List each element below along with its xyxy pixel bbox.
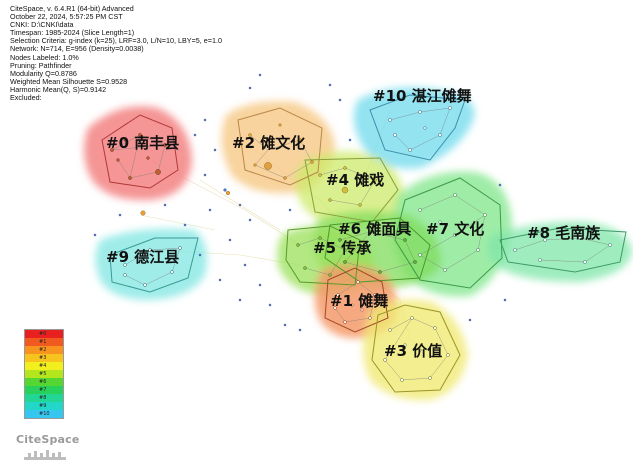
nodes-cluster-8[interactable]	[513, 236, 612, 264]
cluster-label-9[interactable]: #9 德江县	[106, 248, 179, 266]
cluster-area-4	[295, 151, 403, 228]
nodes-cluster-0[interactable]	[110, 133, 167, 180]
citespace-logo: CiteSpace	[16, 433, 80, 446]
cluster-hull-5	[285, 225, 361, 286]
cluster-hulls	[101, 94, 627, 393]
cluster-hull-7	[394, 177, 503, 289]
legend-item: #7	[25, 386, 63, 394]
cluster-label-10[interactable]: #10 湛江傩舞	[373, 87, 472, 105]
cluster-hull-1	[324, 267, 389, 333]
legend-item: #2	[25, 346, 63, 354]
legend-item: #0	[25, 330, 63, 338]
nodes-cluster-10[interactable]	[388, 106, 452, 152]
cluster-labels: #0 南丰县 #2 傩文化 #10 湛江傩舞 #4 傩戏 #6 傩面具 #7 文…	[106, 87, 601, 360]
nodes-cluster-9[interactable]	[123, 246, 182, 287]
nodes-cluster-5[interactable]	[296, 236, 347, 277]
legend-item: #1	[25, 338, 63, 346]
nodes-highlight[interactable]	[140, 190, 230, 216]
cluster-hull-4	[304, 157, 399, 223]
summary-line-harmonic: Harmonic Mean(Q, S)=0.9142	[10, 84, 107, 94]
cluster-label-5[interactable]: #5 传承	[313, 239, 371, 257]
nodes-unclustered[interactable]	[93, 73, 507, 332]
cluster-label-6[interactable]: #6 傩面具	[338, 220, 411, 238]
cluster-color-legend: #0 #1 #2 #3 #4 #5 #6 #7 #8 #9 #10	[24, 329, 64, 419]
cluster-label-4[interactable]: #4 傩戏	[326, 171, 384, 189]
cluster-hull-8	[499, 227, 627, 273]
summary-line-selection: Selection Criteria: g-index (k=25), LRF=…	[10, 36, 222, 46]
cluster-label-1[interactable]: #1 傩舞	[330, 292, 388, 310]
legend-item: #5	[25, 370, 63, 378]
nodes-cluster-1[interactable]	[333, 280, 377, 324]
nodes-cluster-4[interactable]	[318, 166, 377, 207]
summary-line-modularity: Modularity Q=0.8786	[10, 68, 77, 78]
network-summary: CiteSpace, v. 6.4.R1 (64-bit) Advanced O…	[10, 4, 222, 103]
cluster-hull-10	[369, 94, 466, 161]
cluster-hull-0	[101, 114, 179, 189]
summary-line-date: October 22, 2024, 5:57:25 PM CST	[10, 12, 123, 22]
legend-item: #10	[25, 410, 63, 418]
cluster-area-3	[362, 299, 468, 401]
summary-line-silhouette: Weighted Mean Silhouette S=0.9528	[10, 76, 128, 86]
legend-item: #3	[25, 354, 63, 362]
nodes-cluster-2[interactable]	[248, 123, 314, 180]
legend-item: #9	[25, 402, 63, 410]
cluster-hull-2	[237, 107, 323, 186]
summary-line-excluded: Excluded:	[10, 93, 42, 103]
nodes-cluster-7[interactable]	[418, 193, 487, 272]
nodes-cluster-3[interactable]	[383, 316, 450, 382]
nodes-cluster-6[interactable]	[338, 230, 417, 274]
cluster-label-0[interactable]: #0 南丰县	[106, 134, 179, 152]
legend-item: #6	[25, 378, 63, 386]
cluster-area-0	[84, 106, 192, 201]
legend-item: #4	[25, 362, 63, 370]
summary-line-timespan: Timespan: 1985-2024 (Slice Length=1)	[10, 28, 135, 38]
cluster-hull-3	[371, 304, 461, 393]
summary-line-pruning: Pruning: Pathfinder	[10, 60, 72, 70]
summary-line-version: CiteSpace, v. 6.4.R1 (64-bit) Advanced	[10, 4, 134, 13]
citespace-logo-icon	[24, 450, 66, 460]
cluster-hull-6	[324, 217, 431, 283]
cluster-hull-9	[109, 237, 199, 293]
summary-line-network: Network: N=714, E=956 (Density=0.0038)	[10, 44, 144, 54]
cluster-label-7[interactable]: #7 文化	[426, 220, 484, 238]
legend-item: #8	[25, 394, 63, 402]
network-nodes[interactable]	[93, 73, 612, 382]
cluster-label-8[interactable]: #8 毛南族	[527, 224, 601, 242]
cluster-label-3[interactable]: #3 价值	[384, 342, 442, 360]
cluster-areas	[84, 87, 632, 401]
summary-line-source: CNKI: D:\CNKI\data	[10, 20, 74, 30]
summary-line-labeled: Nodes Labeled: 1.0%	[10, 52, 79, 62]
cluster-label-2[interactable]: #2 傩文化	[232, 134, 305, 152]
